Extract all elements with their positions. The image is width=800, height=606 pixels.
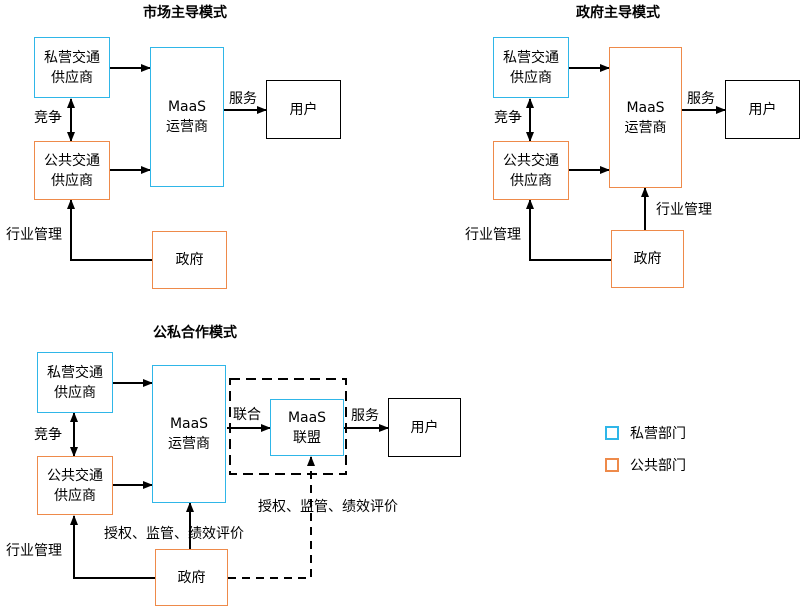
label-industry-management-market: 行业管理 bbox=[6, 227, 62, 243]
label-authorization-alliance: 授权、监管、绩效评价 bbox=[258, 499, 398, 515]
label-service-government: 服务 bbox=[687, 91, 715, 107]
maas-alliance-box: MaaS 联盟 bbox=[270, 399, 344, 456]
label-authorization-maas: 授权、监管、绩效评价 bbox=[104, 526, 244, 542]
arrow-gov-to-public-1 bbox=[67, 199, 152, 261]
private-provider-box-market: 私营交通 供应商 bbox=[34, 37, 110, 98]
arrow-gov-to-alliance-dashed bbox=[228, 456, 315, 579]
government-box-government: 政府 bbox=[611, 230, 684, 288]
government-box-market: 政府 bbox=[152, 231, 227, 289]
private-provider-box-government: 私营交通 供应商 bbox=[493, 37, 569, 98]
public-provider-box-ppp: 公共交通 供应商 bbox=[37, 456, 113, 515]
title-government-led: 政府主导模式 bbox=[576, 5, 660, 21]
private-provider-box-ppp: 私营交通 供应商 bbox=[37, 352, 113, 413]
arrow-gov-to-public-3 bbox=[70, 515, 155, 579]
label-competition-government: 竞争 bbox=[494, 110, 522, 126]
legend-swatch-private bbox=[605, 426, 619, 440]
legend-swatch-public bbox=[605, 458, 619, 472]
title-public-private: 公私合作模式 bbox=[153, 325, 237, 341]
label-industry-management-gov-right: 行业管理 bbox=[656, 202, 712, 218]
user-box-market: 用户 bbox=[266, 80, 341, 139]
label-service-market: 服务 bbox=[229, 91, 257, 107]
user-box-ppp: 用户 bbox=[388, 398, 461, 457]
maas-operator-box-ppp: MaaS 运营商 bbox=[152, 365, 226, 503]
maas-operator-box-market: MaaS 运营商 bbox=[150, 47, 224, 187]
legend-label-private: 私营部门 bbox=[630, 426, 686, 442]
label-service-ppp: 服务 bbox=[351, 408, 379, 424]
label-competition-ppp: 竞争 bbox=[34, 427, 62, 443]
label-industry-management-ppp: 行业管理 bbox=[6, 543, 62, 559]
label-competition-market: 竞争 bbox=[34, 110, 62, 126]
alliance-dashed-boundary bbox=[229, 378, 347, 475]
government-box-ppp: 政府 bbox=[155, 549, 228, 606]
label-industry-management-gov-left: 行业管理 bbox=[465, 227, 521, 243]
public-provider-box-government: 公共交通 供应商 bbox=[493, 141, 569, 200]
legend-label-public: 公共部门 bbox=[630, 458, 686, 474]
user-box-government: 用户 bbox=[725, 80, 800, 139]
public-provider-box-market: 公共交通 供应商 bbox=[34, 141, 110, 200]
label-alliance: 联合 bbox=[233, 407, 261, 423]
arrow-gov-to-public-2 bbox=[526, 199, 611, 261]
maas-operator-box-government: MaaS 运营商 bbox=[609, 47, 682, 188]
title-market-led: 市场主导模式 bbox=[143, 5, 227, 21]
